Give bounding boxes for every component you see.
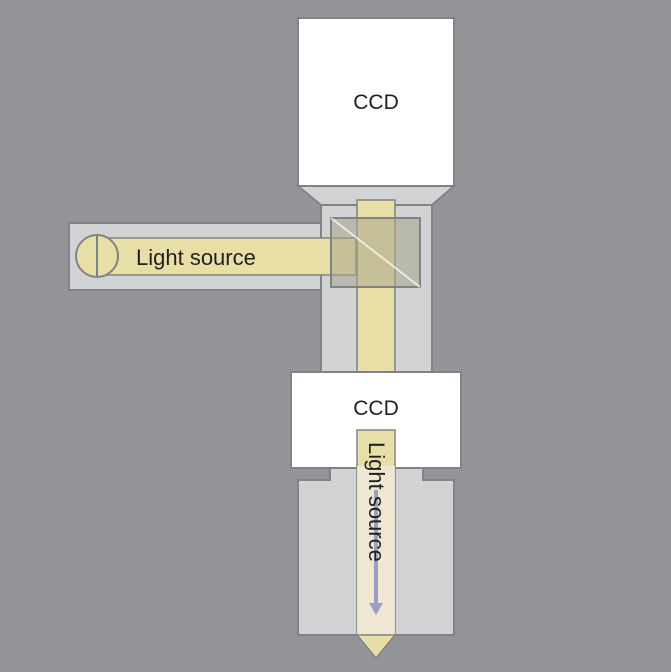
light-source-vertical-label: Light source (364, 442, 389, 562)
light-source-horizontal-label: Light source (136, 245, 256, 270)
ccd-camera-top: CCD (295, 17, 457, 206)
beam-tip (355, 634, 397, 660)
down-arrow-icon (369, 490, 383, 615)
ccd-middle-label: CCD (353, 397, 399, 420)
ccd-top-label: CCD (353, 91, 399, 114)
beam-splitter (330, 217, 421, 288)
light-beam-horizontal (95, 237, 357, 276)
lamp-bulb-icon (75, 234, 119, 278)
ccd-box-top (297, 17, 455, 187)
